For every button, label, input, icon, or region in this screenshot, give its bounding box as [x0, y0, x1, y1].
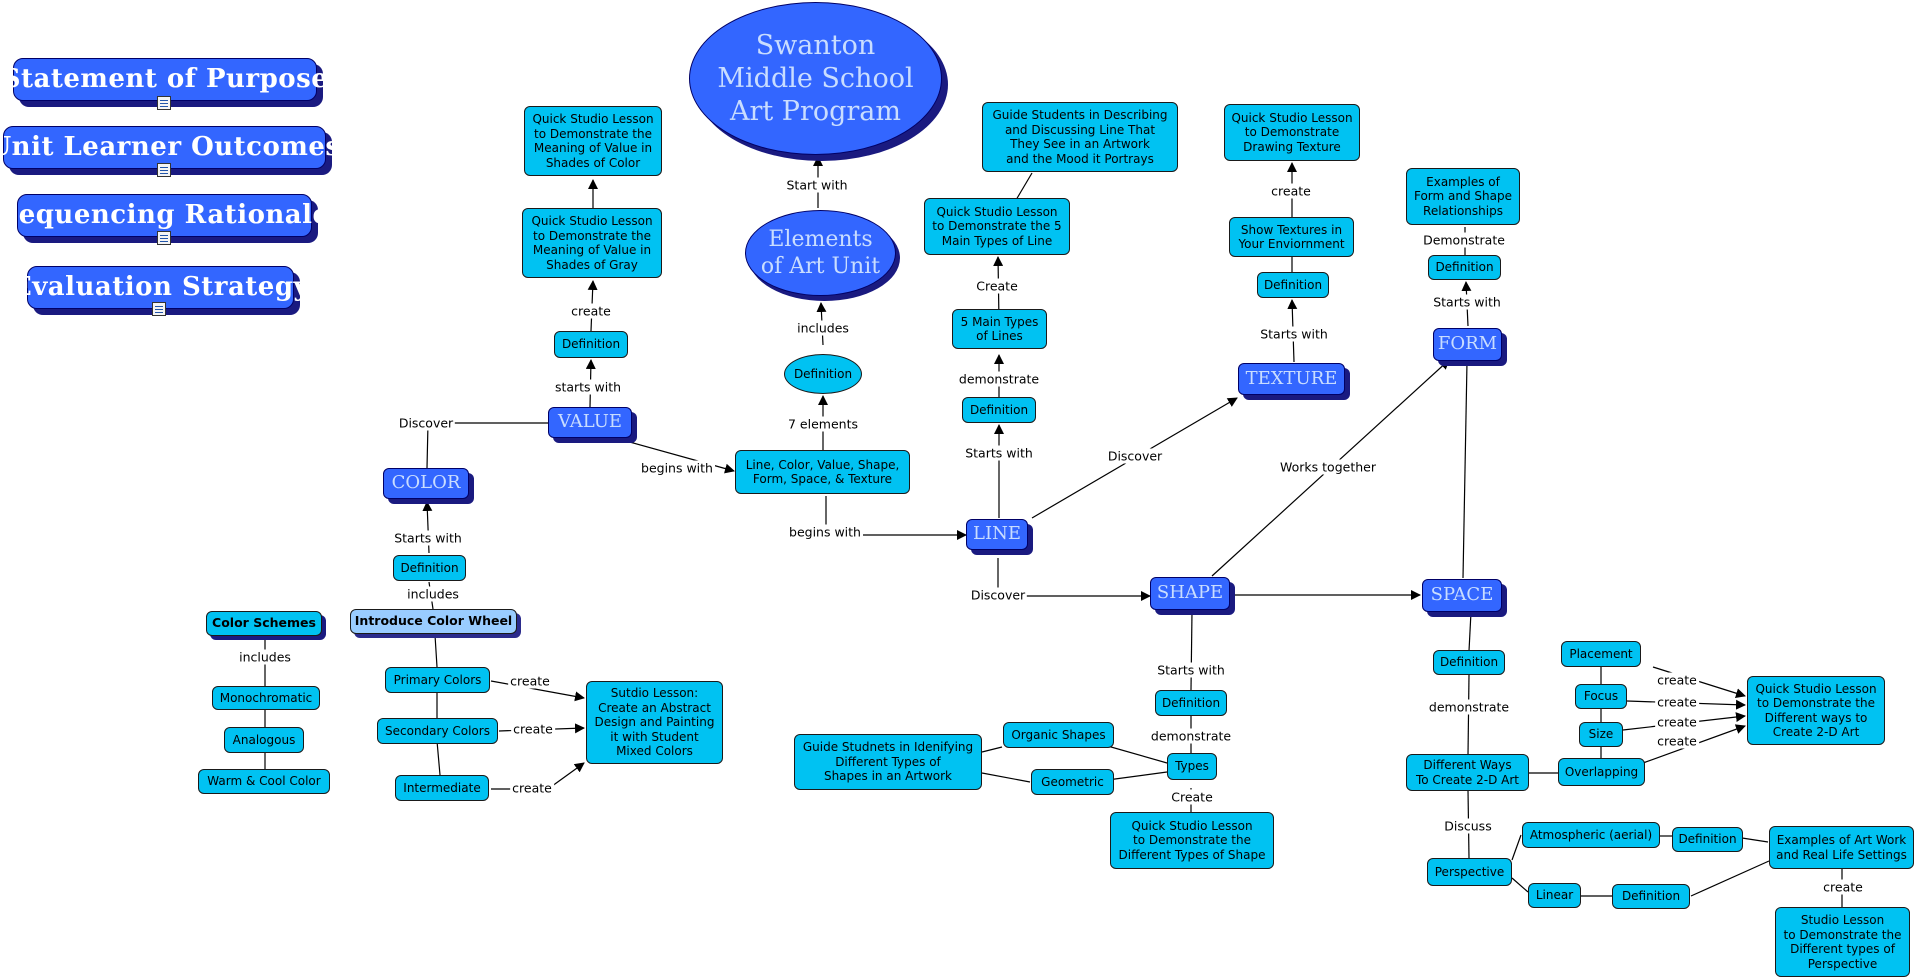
- link-label: begins with: [639, 460, 715, 476]
- link-label: Discover: [1105, 448, 1165, 464]
- sequencing-rationale-button[interactable]: Sequencing Rationale: [0, 194, 329, 237]
- organic-shapes-node: Organic Shapes: [1003, 722, 1114, 748]
- link-label: includes: [795, 320, 851, 336]
- link-label: demonstrate: [1426, 699, 1512, 715]
- link-label: create: [569, 303, 613, 319]
- link-label: Starts with: [1258, 326, 1330, 342]
- size-node: Size: [1579, 722, 1623, 747]
- geometric-node: Geometric: [1031, 769, 1114, 795]
- unit-definition-node: Definition: [784, 354, 862, 394]
- focus-node: Focus: [1575, 684, 1627, 709]
- monochromatic-node: Monochromatic: [212, 686, 320, 710]
- abstract-design-lesson-node: Sutdio Lesson: Create an Abstract Design…: [586, 681, 723, 764]
- link-label: Create: [1169, 789, 1215, 805]
- shape-guide-node: Guide Studnets in Idenifying Different T…: [794, 734, 982, 790]
- elements-list-node: Line, Color, Value, Shape, Form, Space, …: [735, 450, 910, 494]
- form-node: FORM: [1433, 328, 1502, 361]
- texture-definition-node: Definition: [1257, 272, 1329, 298]
- link-label: starts with: [552, 379, 624, 395]
- warm-cool-color-node: Warm & Cool Color: [198, 769, 330, 794]
- link-label: begins with: [787, 524, 863, 540]
- link-label: create: [1269, 183, 1313, 199]
- document-icon[interactable]: [157, 231, 171, 245]
- elements-of-art-unit-node: Elements of Art Unit: [745, 210, 896, 296]
- link-label: includes: [237, 649, 293, 665]
- link-label: Starts with: [963, 445, 1035, 461]
- texture-lesson-node: Quick Studio Lesson to Demonstrate Drawi…: [1224, 104, 1360, 161]
- perspective-node: Perspective: [1427, 858, 1512, 886]
- color-wheel-node: Introduce Color Wheel: [350, 609, 517, 634]
- value-color-lesson-node: Quick Studio Lesson to Demonstrate the M…: [524, 106, 662, 176]
- primary-colors-node: Primary Colors: [385, 667, 490, 693]
- link-label: 7 elements: [786, 416, 860, 432]
- placement-node: Placement: [1561, 641, 1641, 667]
- link-label: Start with: [784, 177, 850, 193]
- secondary-colors-node: Secondary Colors: [377, 718, 498, 744]
- line-lesson-node: Quick Studio Lesson to Demonstrate the 5…: [924, 198, 1070, 255]
- link-label: create: [1655, 733, 1699, 749]
- linear-definition-node: Definition: [1612, 884, 1690, 909]
- line-node: LINE: [966, 519, 1028, 550]
- link-label: create: [1655, 672, 1699, 688]
- ways-to-create-2d-node: Different Ways To Create 2-D Art: [1406, 754, 1529, 791]
- line-definition-node: Definition: [962, 397, 1036, 423]
- link-label: Discover: [968, 587, 1028, 603]
- link-label: Demonstrate: [1421, 232, 1507, 248]
- document-icon[interactable]: [157, 96, 171, 110]
- title-node: Swanton Middle School Art Program: [689, 2, 942, 155]
- value-definition-node: Definition: [554, 331, 628, 358]
- analogous-node: Analogous: [224, 727, 304, 753]
- shape-types-node: Types: [1167, 753, 1217, 780]
- color-node: COLOR: [383, 468, 469, 499]
- statement-of-purpose-button[interactable]: Statement of Purpose: [2, 58, 328, 101]
- link-label: includes: [405, 586, 461, 602]
- intermediate-node: Intermediate: [395, 775, 489, 801]
- link-label: Create: [974, 278, 1020, 294]
- value-gray-lesson-node: Quick Studio Lesson to Demonstrate the M…: [522, 208, 662, 278]
- link-label: Discover: [396, 415, 456, 431]
- atmospheric-definition-node: Definition: [1672, 827, 1743, 852]
- shape-definition-node: Definition: [1155, 690, 1227, 716]
- link-label: Starts with: [392, 530, 464, 546]
- link-label: Starts with: [1155, 662, 1227, 678]
- link-label: Discuss: [1442, 818, 1494, 834]
- shape-lesson-node: Quick Studio Lesson to Demonstrate the D…: [1110, 812, 1274, 869]
- link-label: create: [508, 673, 552, 689]
- link-label: create: [1655, 694, 1699, 710]
- value-node: VALUE: [548, 407, 632, 438]
- link-label: Works together: [1278, 459, 1378, 475]
- five-types-of-lines-node: 5 Main Types of Lines: [952, 309, 1047, 349]
- evaluation-strategy-button[interactable]: Evaluation Strategy: [12, 266, 309, 309]
- texture-node: TEXTURE: [1238, 363, 1345, 395]
- form-examples-node: Examples of Form and Shape Relationships: [1406, 168, 1520, 225]
- form-definition-node: Definition: [1428, 255, 1501, 280]
- color-definition-node: Definition: [393, 555, 466, 581]
- perspective-lesson-node: Studio Lesson to Demonstrate the Differe…: [1775, 907, 1910, 977]
- link-label: create: [511, 721, 555, 737]
- space-lesson-node: Quick Studio Lesson to Demonstrate the D…: [1747, 676, 1885, 745]
- link-label: create: [1655, 714, 1699, 730]
- document-icon[interactable]: [157, 163, 171, 177]
- space-node: SPACE: [1422, 579, 1502, 612]
- show-textures-node: Show Textures in Your Enviornment: [1229, 217, 1354, 257]
- link-label: demonstrate: [1148, 728, 1234, 744]
- link-label: Starts with: [1431, 294, 1503, 310]
- document-icon[interactable]: [152, 302, 166, 316]
- art-examples-node: Examples of Art Work and Real Life Setti…: [1769, 826, 1914, 869]
- linear-node: Linear: [1528, 883, 1581, 908]
- link-label: create: [1821, 879, 1865, 895]
- overlapping-node: Overlapping: [1558, 758, 1645, 786]
- atmospheric-node: Atmospheric (aerial): [1522, 822, 1660, 848]
- line-mood-guide-node: Guide Students in Describing and Discuss…: [982, 102, 1178, 172]
- space-definition-node: Definition: [1433, 650, 1505, 675]
- link-label: demonstrate: [956, 371, 1042, 387]
- link-label: create: [510, 780, 554, 796]
- shape-node: SHAPE: [1150, 577, 1230, 610]
- color-schemes-node: Color Schemes: [206, 611, 322, 636]
